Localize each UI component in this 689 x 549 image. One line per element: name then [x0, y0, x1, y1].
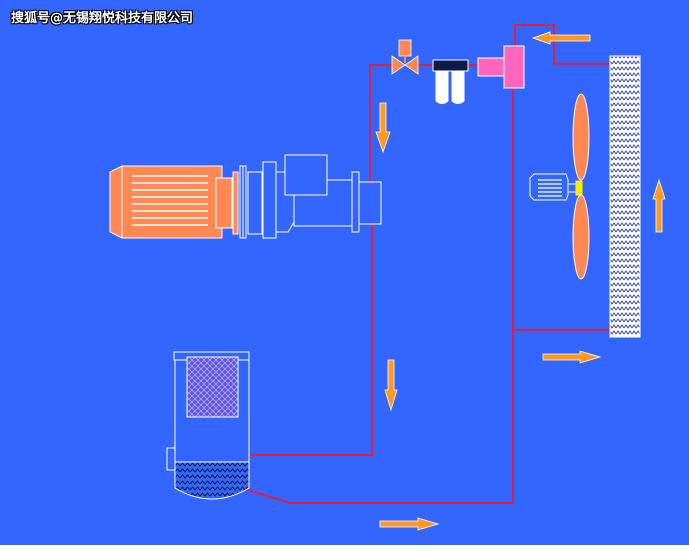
tank-icon	[166, 351, 250, 500]
motor-icon	[109, 161, 277, 239]
arrow-right-icon	[379, 517, 440, 531]
filter-icon	[432, 59, 469, 104]
arrow-down-icon	[375, 102, 391, 154]
coil-icon	[609, 55, 641, 338]
arrow-down-icon	[384, 359, 398, 412]
arrow-left-icon	[531, 31, 591, 45]
arrow-up-icon	[652, 178, 666, 233]
fan-icon	[529, 93, 590, 280]
valve-icon	[391, 39, 419, 75]
arrow-right-icon	[542, 350, 602, 364]
expansion-icon	[477, 45, 525, 89]
pump-icon	[275, 154, 382, 233]
flow-arrows	[375, 31, 666, 531]
watermark-text: 搜狐号@无锡翔悦科技有限公司	[11, 11, 194, 26]
